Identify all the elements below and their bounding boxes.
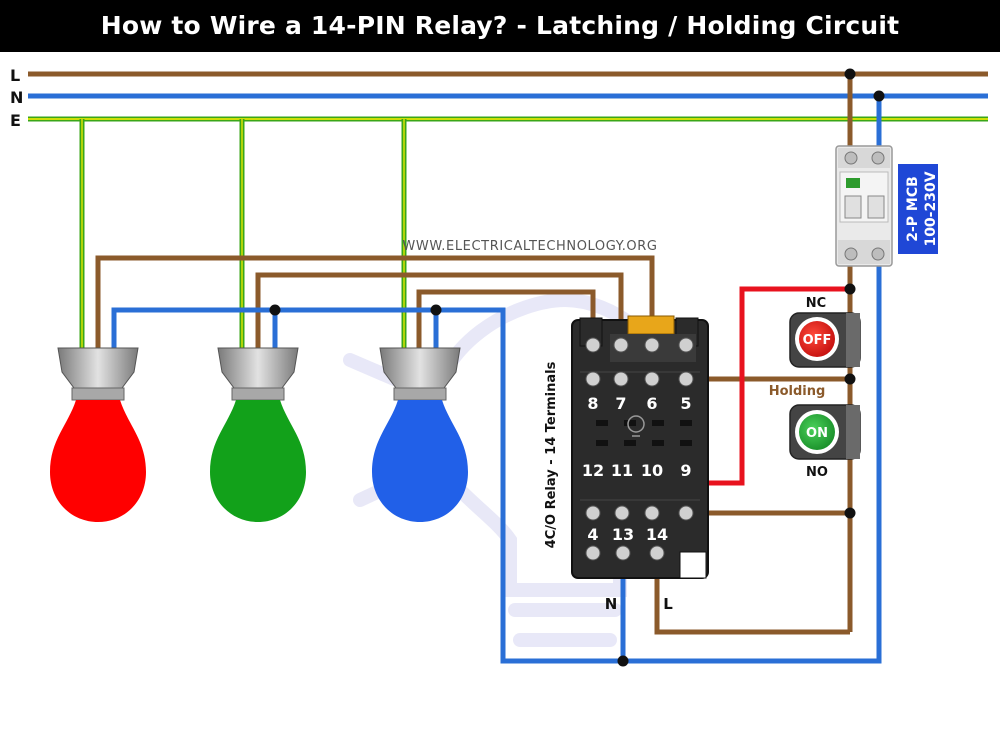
nc-label: NC bbox=[806, 296, 826, 311]
terminal-8-label: 8 bbox=[587, 394, 598, 413]
terminal-7-label: 7 bbox=[615, 394, 626, 413]
rail-l-label: L bbox=[10, 66, 20, 85]
on-button-text: ON bbox=[806, 426, 828, 441]
rail-n-label: N bbox=[10, 88, 23, 107]
relay-mid-numbers: 12 11 10 9 bbox=[582, 461, 692, 480]
terminal-13-label: 13 bbox=[612, 525, 634, 544]
terminal-10-label: 10 bbox=[641, 461, 663, 480]
holding-label: Holding bbox=[769, 384, 826, 399]
relay-supply-l-label: L bbox=[663, 595, 673, 613]
on-button[interactable]: ON bbox=[789, 404, 861, 460]
terminal-6-label: 6 bbox=[646, 394, 657, 413]
relay-coil-icon bbox=[627, 415, 645, 437]
bulb-blue-holder bbox=[379, 347, 461, 389]
bulb-neutral-wires bbox=[111, 96, 882, 664]
terminal-12-label: 12 bbox=[582, 461, 604, 480]
no-label: NO bbox=[806, 465, 828, 480]
terminal-11-label: 11 bbox=[611, 461, 633, 480]
off-button[interactable]: OFF bbox=[789, 312, 861, 368]
terminal-9-label: 9 bbox=[680, 461, 691, 480]
bulb-red-holder bbox=[57, 347, 139, 389]
wiring-diagram: L N E bbox=[10, 66, 988, 667]
control-live-wires bbox=[654, 74, 853, 635]
watermark-text: WWW.ELECTRICALTECHNOLOGY.ORG bbox=[402, 239, 657, 254]
earth-drops bbox=[79, 119, 407, 348]
bulb-blue-glass bbox=[372, 400, 468, 522]
bulb-green-glass bbox=[210, 400, 306, 522]
mcb-label-line2: 100-230V bbox=[923, 171, 939, 246]
relay-supply-n-label: N bbox=[605, 595, 618, 613]
relay-top-numbers: 8 7 6 5 bbox=[587, 394, 691, 413]
bulb-green bbox=[210, 347, 306, 522]
relay-terminals bbox=[585, 337, 694, 561]
page-title: How to Wire a 14-PIN Relay? - Latching /… bbox=[100, 11, 900, 40]
relay-side-label: 4C/O Relay - 14 Terminals bbox=[544, 361, 559, 548]
relay-bottom-numbers: 4 13 14 bbox=[587, 525, 668, 544]
rail-e-label: E bbox=[10, 111, 21, 130]
relay-socket bbox=[571, 315, 709, 579]
bulb-green-holder bbox=[217, 347, 299, 389]
bulb-live-wires bbox=[95, 255, 655, 378]
off-button-text: OFF bbox=[803, 333, 832, 348]
mcb-breaker bbox=[835, 145, 893, 267]
mcb-label-line1: 2-P MCB bbox=[905, 176, 921, 242]
bulb-red-glass bbox=[50, 400, 146, 522]
bulb-blue bbox=[372, 347, 468, 522]
terminal-14-label: 14 bbox=[646, 525, 668, 544]
bulb-red bbox=[50, 347, 146, 522]
mcb-label: 2-P MCB 100-230V bbox=[898, 164, 939, 254]
terminal-4-label: 4 bbox=[587, 525, 598, 544]
title-bar: How to Wire a 14-PIN Relay? - Latching /… bbox=[0, 0, 1000, 52]
junction-dots bbox=[269, 68, 885, 667]
terminal-5-label: 5 bbox=[680, 394, 691, 413]
